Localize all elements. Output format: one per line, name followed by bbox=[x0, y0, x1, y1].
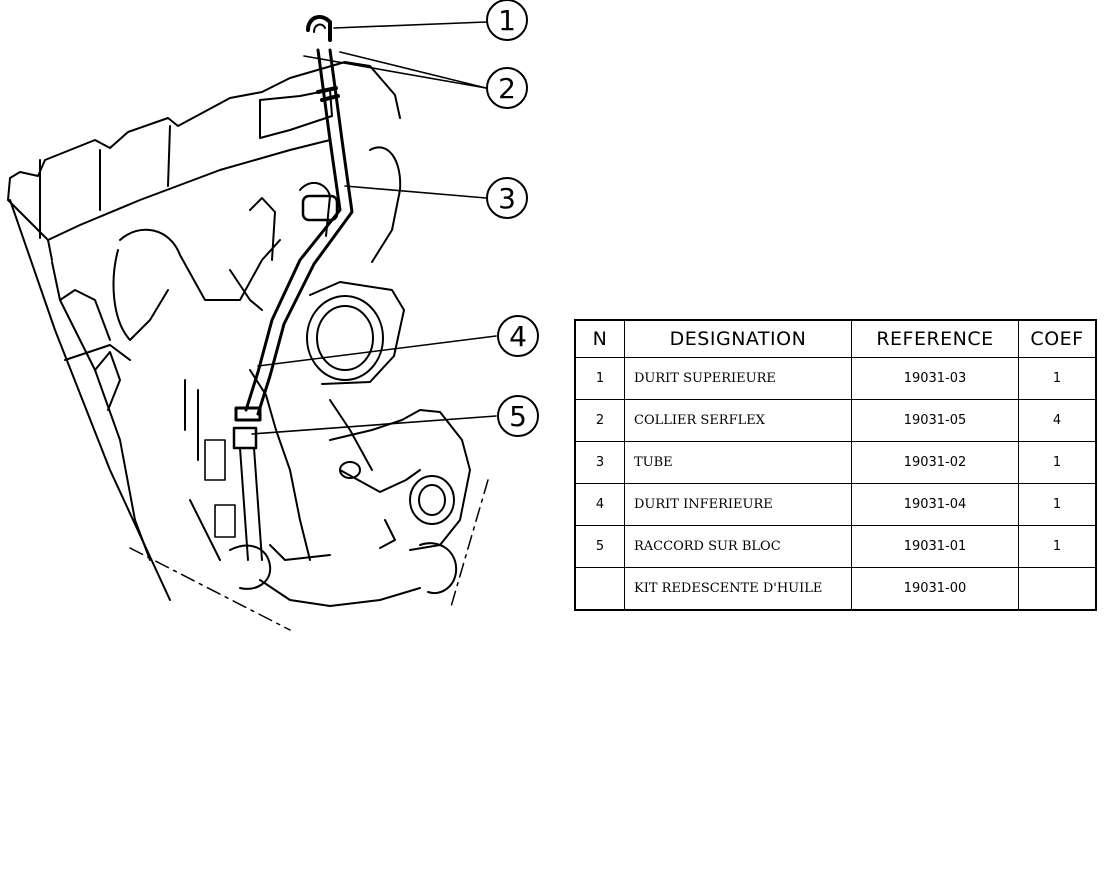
cell-designation: RACCORD SUR BLOC bbox=[624, 525, 852, 568]
table-row: 4 DURIT INFERIEURE 19031-04 1 bbox=[574, 483, 1097, 526]
callout-leaders bbox=[251, 21, 497, 435]
cell-designation: TUBE bbox=[624, 441, 852, 484]
cell-reference: 19031-01 bbox=[851, 525, 1019, 568]
cell-designation: COLLIER SERFLEX bbox=[624, 399, 852, 442]
cell-designation: DURIT INFERIEURE bbox=[624, 483, 852, 526]
table-row: 3 TUBE 19031-02 1 bbox=[574, 441, 1097, 484]
callout-1: 1 bbox=[486, 0, 528, 41]
cell-reference: 19031-00 bbox=[851, 567, 1019, 611]
cell-n bbox=[574, 567, 625, 611]
cell-coef: 1 bbox=[1018, 441, 1097, 484]
cell-reference: 19031-04 bbox=[851, 483, 1019, 526]
callout-3-label: 3 bbox=[498, 182, 516, 215]
cell-n: 3 bbox=[574, 441, 625, 484]
cell-reference: 19031-05 bbox=[851, 399, 1019, 442]
header-reference: REFERENCE bbox=[851, 319, 1019, 358]
header-coef: COEF bbox=[1018, 319, 1097, 358]
engine-block-outline bbox=[7, 61, 489, 631]
cell-designation: DURIT SUPERIEURE bbox=[624, 357, 852, 400]
header-n: N bbox=[574, 319, 625, 358]
header-designation: DESIGNATION bbox=[624, 319, 852, 358]
table-row: 5 RACCORD SUR BLOC 19031-01 1 bbox=[574, 525, 1097, 568]
callout-4-label: 4 bbox=[509, 320, 527, 353]
parts-table: N DESIGNATION REFERENCE COEF 1 DURIT SUP… bbox=[574, 319, 1097, 611]
callout-3: 3 bbox=[486, 177, 528, 219]
cell-reference: 19031-03 bbox=[851, 357, 1019, 400]
table-row-kit: KIT REDESCENTE D'HUILE 19031-00 bbox=[574, 567, 1097, 611]
cell-n: 5 bbox=[574, 525, 625, 568]
cell-coef bbox=[1018, 567, 1097, 611]
cell-coef: 1 bbox=[1018, 357, 1097, 400]
callout-5-label: 5 bbox=[509, 400, 527, 433]
oil-return-tube bbox=[232, 14, 354, 561]
callout-2: 2 bbox=[486, 67, 528, 109]
cell-coef: 1 bbox=[1018, 483, 1097, 526]
callout-5: 5 bbox=[497, 395, 539, 437]
callout-1-label: 1 bbox=[498, 4, 516, 37]
callout-4: 4 bbox=[497, 315, 539, 357]
table-row: 1 DURIT SUPERIEURE 19031-03 1 bbox=[574, 357, 1097, 400]
callout-2-label: 2 bbox=[498, 72, 516, 105]
engine-assembly-drawing: 1 2 3 4 5 bbox=[0, 0, 560, 640]
cell-n: 2 bbox=[574, 399, 625, 442]
cell-n: 4 bbox=[574, 483, 625, 526]
cell-coef: 4 bbox=[1018, 399, 1097, 442]
cell-reference: 19031-02 bbox=[851, 441, 1019, 484]
cell-designation: KIT REDESCENTE D'HUILE bbox=[624, 567, 852, 611]
cell-coef: 1 bbox=[1018, 525, 1097, 568]
table-row: 2 COLLIER SERFLEX 19031-05 4 bbox=[574, 399, 1097, 442]
table-header-row: N DESIGNATION REFERENCE COEF bbox=[574, 319, 1097, 358]
cell-n: 1 bbox=[574, 357, 625, 400]
